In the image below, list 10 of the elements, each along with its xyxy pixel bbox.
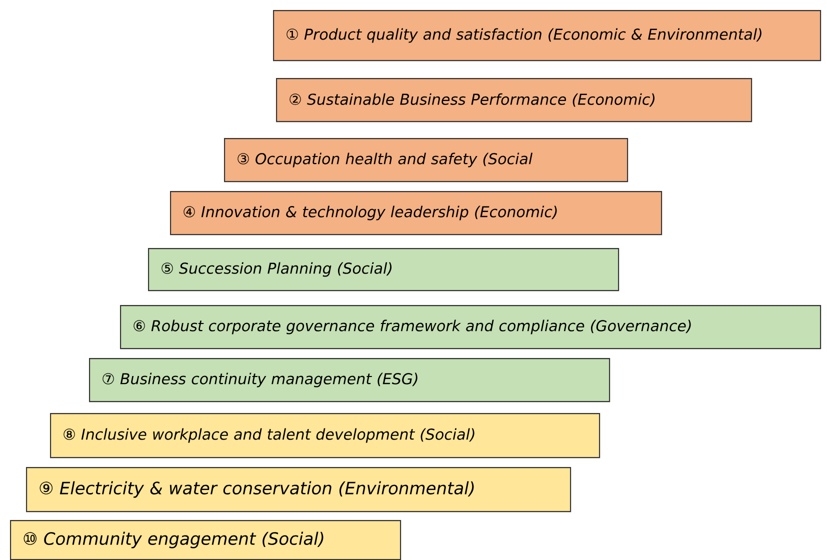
topic-box: ③ Occupation health and safety (Social [224,138,628,182]
topic-box: ⑨ Electricity & water conservation (Environmental) [26,467,572,512]
topic-box: ④ Innovation & technology leadership (Economic) [170,191,662,236]
topic-box: ⑩ Community engagement (Social) [10,520,402,560]
topic-box: ② Sustainable Business Performance (Economic) [276,78,752,122]
topic-box: ⑤ Succession Planning (Social) [148,248,620,292]
topic-box: ① Product quality and satisfaction (Economic & Environmental) [273,10,822,62]
topic-box: ⑧ Inclusive workplace and talent development (Social) [50,413,600,458]
topic-box: ⑦ Business continuity management (ESG) [89,358,610,402]
topic-box: ⑥ Robust corporate governance framework and compliance (Governance) [120,305,822,350]
